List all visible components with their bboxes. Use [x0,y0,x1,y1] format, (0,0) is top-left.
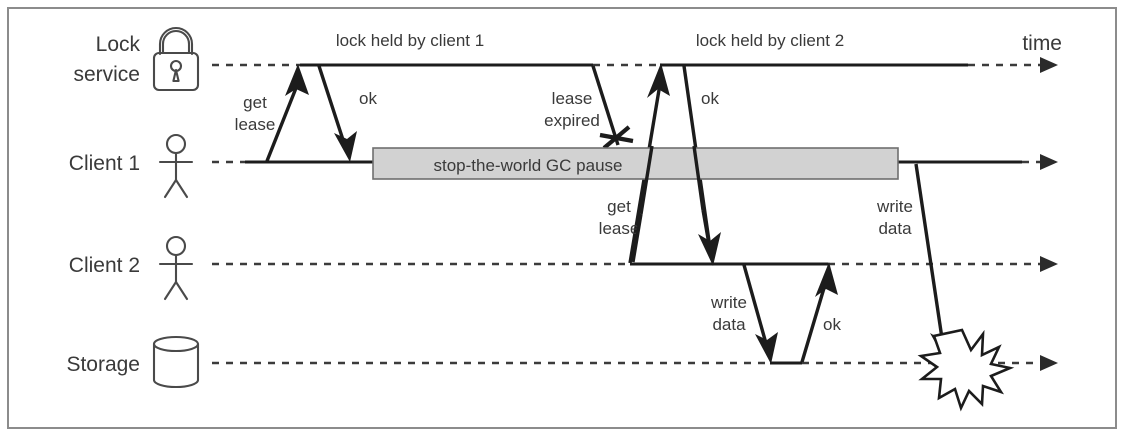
message-write-data-client-2: write data [710,264,778,364]
lifeline-client-1 [212,154,1058,170]
stick-figure-icon-client-1 [158,133,194,199]
arrowhead-get-lease-2 [647,63,670,98]
message-label-write-data-client-2-line2: data [712,315,746,334]
padlock-icon [152,26,200,92]
span-label-lock-held-client-2: lock held by client 2 [696,31,844,50]
arrowhead-write-data-client-2 [755,332,778,364]
lifeline-storage [212,355,1058,371]
message-ok-1: ok [317,65,377,162]
cross-mark-icon [599,125,634,150]
actor-label-storage: Storage [66,353,140,376]
arrowhead-ok-1 [334,131,357,162]
time-axis-label: time [1022,32,1062,55]
actor-label-lock-service-line1: Lock [96,33,141,56]
message-label-write-data-client-1-line2: data [878,219,912,238]
message-lease-expired: lease expired [544,65,634,150]
actor-label-lock-service-line2: service [73,63,140,86]
message-label-get-lease-1-line1: get [243,93,267,112]
gc-crossing-lines [631,145,712,263]
gc-pause-box [372,147,899,180]
message-label-ok-1: ok [359,89,377,108]
lifeline-arrowhead-storage [1040,355,1058,371]
span-label-lock-held-client-1: lock held by client 1 [336,31,484,50]
message-label-ok-storage: ok [823,315,841,334]
message-label-write-data-client-2-line1: write [710,293,747,312]
message-label-write-data-client-1-line1: write [876,197,913,216]
arrowhead-get-lease-1 [285,64,309,96]
arrowhead-ok-storage [815,262,838,297]
gc-pause-block: stop-the-world GC pause [372,147,899,180]
lifeline-arrowhead-client-1 [1040,154,1058,170]
stick-figure-icon-client-2 [158,235,194,301]
gc-pause-label: stop-the-world GC pause [434,156,623,175]
actor-label-client-1: Client 1 [69,152,140,175]
message-label-get-lease-2-line1: get [607,197,631,216]
figure-border [7,7,1117,429]
lifeline-client-2 [212,256,1058,272]
message-label-lease-expired-line1: lease [552,89,593,108]
message-label-get-lease-2-line2: lease [599,219,640,238]
lifeline-arrowhead-client-2 [1040,256,1058,272]
message-label-lease-expired-line2: expired [544,111,600,130]
starburst-icon [917,328,1015,412]
actor-label-client-2: Client 2 [69,254,140,277]
lifeline-arrowhead-lock-service [1040,57,1058,73]
message-label-get-lease-1-line2: lease [235,115,276,134]
message-get-lease-1: get lease [235,64,309,162]
database-cylinder-icon [152,335,200,389]
message-label-ok-2: ok [701,89,719,108]
message-ok-storage: ok [800,262,841,363]
lifeline-lock-service [212,57,1058,73]
